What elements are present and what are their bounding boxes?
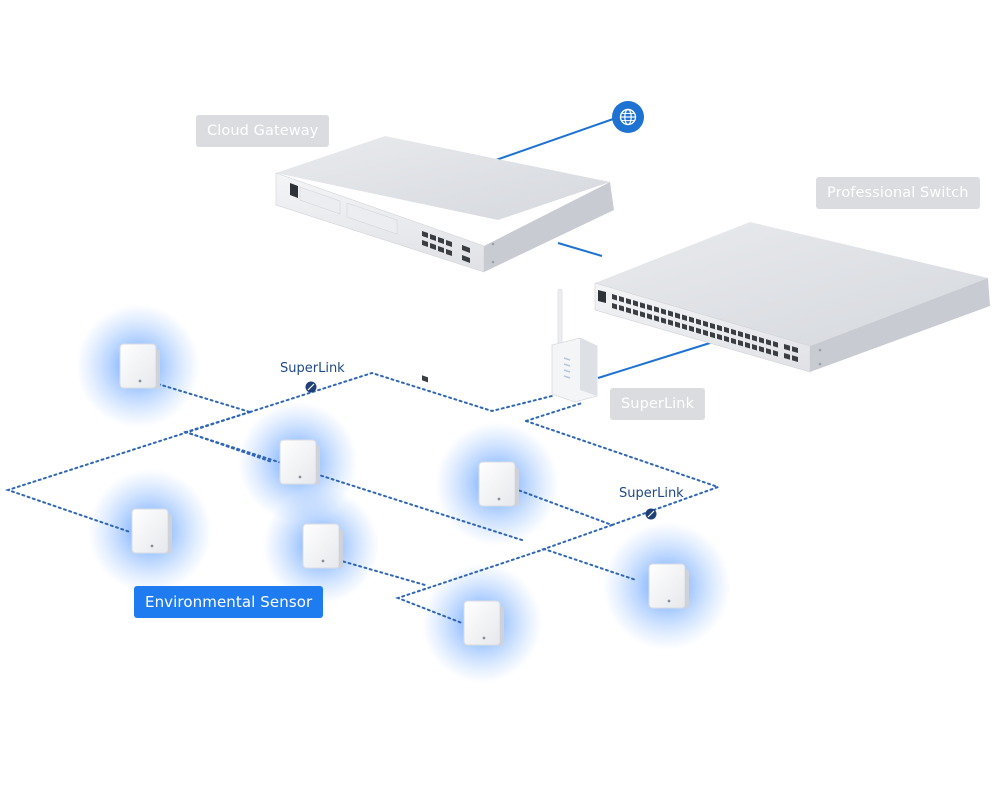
switch-port xyxy=(773,350,778,357)
gateway-to-internet-link xyxy=(495,117,617,161)
switch-port xyxy=(738,339,743,347)
switch-port xyxy=(717,324,722,332)
switch-port xyxy=(661,308,666,315)
switch-port xyxy=(675,312,680,319)
professional-switch-label: Professional Switch xyxy=(816,177,980,209)
switch-port xyxy=(766,339,771,346)
sensor-2 xyxy=(279,439,321,486)
switch-port xyxy=(766,348,771,355)
superlink-device-label: SuperLink xyxy=(610,388,706,420)
switch-port xyxy=(682,314,687,321)
switch-port xyxy=(710,322,715,330)
switch-port xyxy=(661,317,666,324)
superlink-mesh xyxy=(4,371,722,624)
environmental-sensor-label: Environmental Sensor xyxy=(134,586,324,618)
switch-port xyxy=(654,315,659,322)
switch-port xyxy=(745,341,750,349)
globe-icon xyxy=(612,101,644,133)
switch-port xyxy=(717,333,722,341)
cloud-gateway-label: Cloud Gateway xyxy=(196,115,330,147)
switch-port xyxy=(640,311,645,318)
switch-port xyxy=(668,310,673,317)
switch-port xyxy=(773,341,778,348)
switch-port xyxy=(703,329,708,337)
sensor-1 xyxy=(119,343,161,390)
switch-to-superlink-link xyxy=(597,342,711,379)
switch-port xyxy=(640,302,645,309)
switch-port xyxy=(654,306,659,313)
gateway-to-switch-link xyxy=(557,242,603,257)
switch-port xyxy=(619,296,624,303)
switch-port xyxy=(682,323,687,330)
superlink-device xyxy=(551,288,598,403)
switch-port xyxy=(731,328,736,336)
switch-port-array xyxy=(612,294,798,362)
switch-port xyxy=(710,331,715,339)
switch-port xyxy=(703,320,708,328)
switch-sfp-port xyxy=(792,355,798,362)
cloud-gateway-device xyxy=(275,136,614,383)
professional-switch-device xyxy=(594,222,990,373)
switch-port xyxy=(626,298,631,305)
sensor-6 xyxy=(463,600,505,647)
superlink-mesh-label-right: SuperLink xyxy=(619,486,684,501)
switch-port xyxy=(759,346,764,353)
switch-port xyxy=(696,327,701,335)
switch-sfp-port xyxy=(784,353,790,360)
switch-port xyxy=(731,337,736,345)
sensor-4 xyxy=(302,523,344,570)
switch-port xyxy=(612,303,617,310)
switch-port xyxy=(752,344,757,351)
gateway-ports xyxy=(422,375,428,383)
wired-links xyxy=(495,117,711,379)
switch-port xyxy=(724,326,729,334)
switch-port xyxy=(619,305,624,312)
switch-port xyxy=(647,304,652,311)
superlink-mesh-label-left: SuperLink xyxy=(280,361,345,376)
switch-port xyxy=(689,316,694,324)
switch-port xyxy=(633,309,638,316)
switch-port xyxy=(647,313,652,320)
link-node-dots xyxy=(305,381,657,520)
switch-port xyxy=(668,319,673,326)
switch-port xyxy=(759,337,764,344)
switch-port xyxy=(633,300,638,307)
switch-port xyxy=(626,307,631,314)
switch-port xyxy=(696,318,701,326)
switch-port xyxy=(738,330,743,338)
switch-sfp-port xyxy=(784,344,790,351)
sensor-3 xyxy=(131,508,173,555)
sensor-7 xyxy=(648,563,690,610)
switch-port xyxy=(612,294,617,301)
switch-port xyxy=(745,332,750,340)
sensor-5 xyxy=(478,461,520,508)
switch-port xyxy=(724,335,729,343)
switch-port xyxy=(689,325,694,333)
switch-port xyxy=(675,321,680,328)
switch-port xyxy=(752,335,757,342)
switch-sfp-port xyxy=(792,346,798,353)
